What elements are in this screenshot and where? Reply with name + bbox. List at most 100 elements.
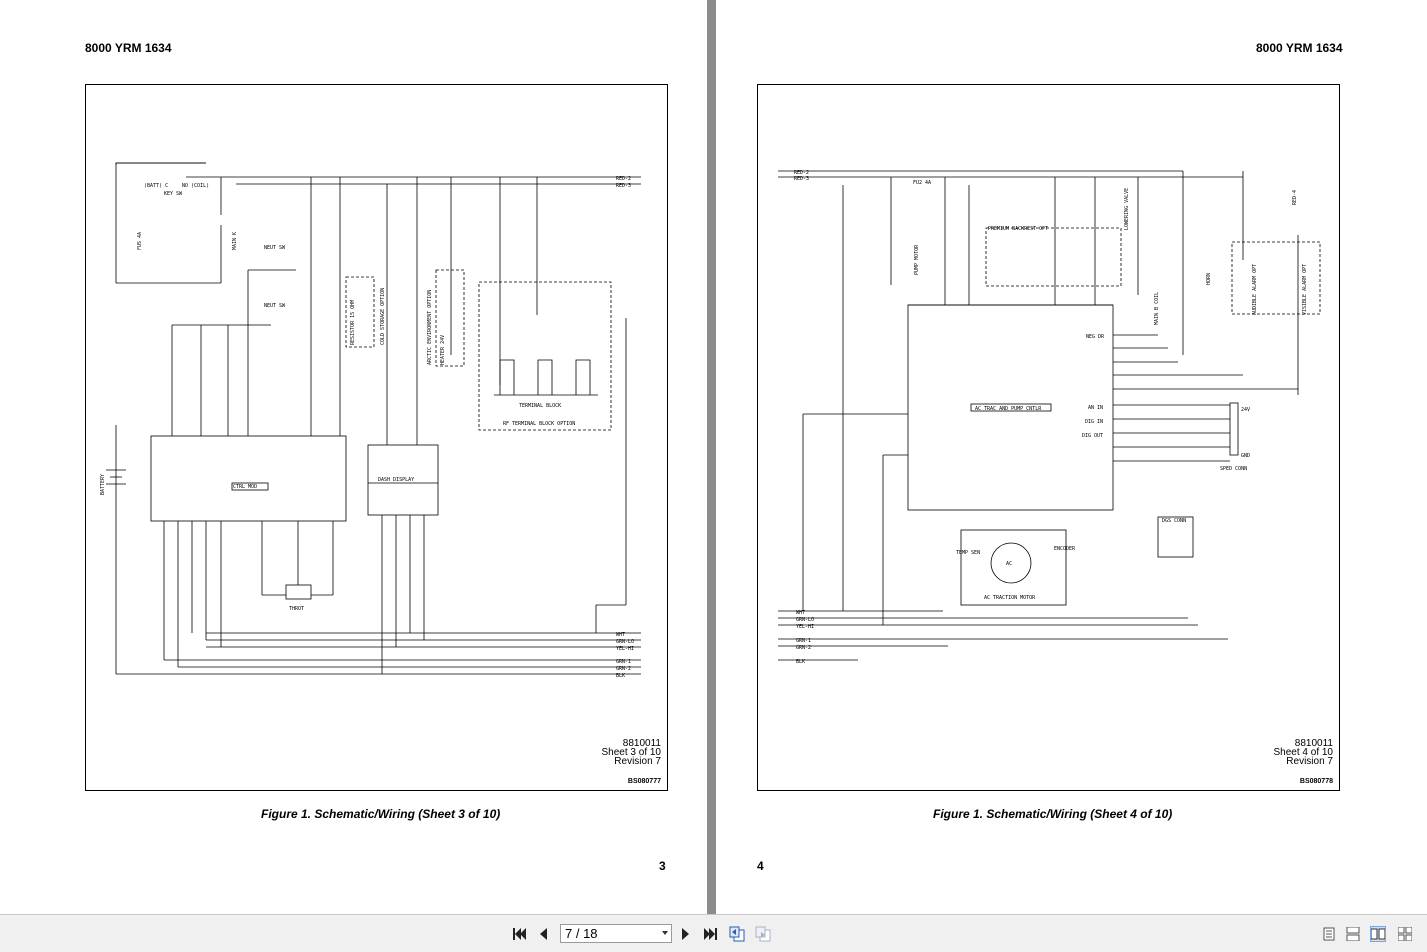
label-throt: THROT bbox=[289, 606, 304, 612]
schematic-frame: RED-2 RED-3 FU2 4A AC TRAC AND PUMP CNTL… bbox=[757, 84, 1340, 791]
label-digout: DIG OUT bbox=[1082, 433, 1103, 439]
wire-label-wht: WHT bbox=[796, 610, 805, 616]
figure-caption: Figure 1. Schematic/Wiring (Sheet 3 of 1… bbox=[261, 807, 501, 821]
wire-label-red3: RED-3 bbox=[794, 176, 809, 182]
label-visible: VISIBLE ALARM OPT bbox=[1302, 264, 1308, 315]
label-ac: AC bbox=[1006, 561, 1012, 567]
label-heater: HEATER 24V bbox=[440, 335, 446, 365]
continuous-page-icon bbox=[1346, 927, 1360, 941]
go-back-view-button[interactable] bbox=[729, 926, 745, 942]
label-negdr: NEG DR bbox=[1086, 334, 1105, 340]
first-page-icon bbox=[513, 928, 526, 940]
schematic-frame: RED-2 RED-3 (BATT) C NO (COIL) KEY SW NE… bbox=[85, 84, 668, 791]
wire-label-red2: RED-2 bbox=[794, 170, 809, 176]
figure-code: BS080777 bbox=[627, 778, 661, 785]
label-neut2: NEUT SW bbox=[264, 303, 286, 309]
doc-number: 8810011 bbox=[1294, 738, 1333, 749]
sheet-info: 8810011 Sheet 4 of 10 Revision 7 bbox=[1273, 738, 1334, 767]
label-lowering: LOWERING VALVE bbox=[1124, 188, 1130, 230]
page-selector[interactable]: 7 / 18 bbox=[560, 924, 672, 943]
revision: Revision 7 bbox=[614, 756, 661, 767]
two-page-continuous-view-button[interactable] bbox=[1397, 926, 1413, 942]
wiring-schematic-sheet-4: RED-2 RED-3 FU2 4A AC TRAC AND PUMP CNTL… bbox=[778, 170, 1321, 665]
label-dash: DASH DISPLAY bbox=[378, 477, 414, 483]
label-premium: PREMIUM BACKREST OPT bbox=[988, 226, 1048, 232]
label-red4: RED-4 bbox=[1292, 190, 1298, 205]
label-keysw: KEY SW bbox=[164, 191, 183, 197]
label-tempsen: TEMP SEN bbox=[956, 550, 980, 556]
page-indicator: 7 / 18 bbox=[565, 926, 598, 941]
label-speed: SPED CONN bbox=[1220, 466, 1247, 472]
label-dgs: DGS CONN bbox=[1162, 518, 1186, 524]
label-cold: COLD STORAGE OPTION bbox=[380, 288, 386, 345]
two-page-continuous-icon bbox=[1398, 927, 1412, 941]
figure-code: BS080778 bbox=[1299, 778, 1333, 785]
wire-label-yelhi: YEL-HI bbox=[796, 624, 814, 630]
sheet-number: Sheet 3 of 10 bbox=[601, 747, 662, 758]
document-page-right: 8000 YRM 1634 bbox=[716, 0, 1427, 914]
wire-label-grn2: GRN-2 bbox=[616, 666, 631, 672]
next-view-icon bbox=[755, 926, 771, 942]
label-horn: HORN bbox=[1206, 273, 1212, 285]
page-number: 3 bbox=[659, 859, 666, 873]
sheet-info: 8810011 Sheet 3 of 10 Revision 7 bbox=[601, 738, 662, 767]
label-neut1: NEUT SW bbox=[264, 245, 286, 251]
chevron-down-icon bbox=[662, 931, 668, 935]
label-mainb: MAIN B COIL bbox=[1154, 292, 1160, 325]
page-header: 8000 YRM 1634 bbox=[85, 41, 172, 55]
label-encoder: ENCODER bbox=[1054, 546, 1076, 552]
label-tblock: TERMINAL BLOCK bbox=[519, 403, 561, 409]
wire-label-grn1: GRN-1 bbox=[616, 659, 631, 665]
two-page-view-button[interactable] bbox=[1370, 926, 1386, 942]
wire-label-grn2: GRN-2 bbox=[796, 645, 811, 651]
last-page-icon bbox=[704, 928, 717, 940]
label-nocoil: NO (COIL) bbox=[182, 183, 209, 189]
label-batt: (BATT) C bbox=[144, 183, 168, 189]
single-page-view-button[interactable] bbox=[1321, 926, 1337, 942]
go-forward-view-button[interactable] bbox=[755, 926, 771, 942]
first-page-button[interactable] bbox=[511, 926, 527, 942]
continuous-view-button[interactable] bbox=[1345, 926, 1361, 942]
label-fuse: FUS 4A bbox=[137, 232, 143, 250]
viewer-toolbar: 7 / 18 bbox=[0, 914, 1427, 952]
wire-label-grn1: GRN-1 bbox=[796, 638, 811, 644]
wiring-schematic-sheet-3: RED-2 RED-3 (BATT) C NO (COIL) KEY SW NE… bbox=[100, 162, 641, 679]
page-header: 8000 YRM 1634 bbox=[1256, 41, 1343, 55]
wire-label-blk: BLK bbox=[616, 673, 625, 679]
label-arctic: ARCTIC ENVIRONMENT OPTION bbox=[427, 290, 433, 365]
label-rftb: RF TERMINAL BLOCK OPTION bbox=[503, 421, 575, 427]
label-ctrlmod: CTRL MOD bbox=[233, 484, 257, 490]
previous-page-button[interactable] bbox=[535, 926, 551, 942]
wire-label-grnlo: GRN-LO bbox=[796, 617, 814, 623]
previous-page-icon bbox=[540, 928, 547, 940]
label-audible: AUDIBLE ALARM OPT bbox=[1252, 264, 1258, 315]
last-page-button[interactable] bbox=[703, 926, 719, 942]
next-page-button[interactable] bbox=[678, 926, 694, 942]
wire-label-blk: BLK bbox=[796, 659, 805, 665]
revision: Revision 7 bbox=[1286, 756, 1333, 767]
label-mainc: MAIN K bbox=[232, 232, 238, 250]
figure-caption: Figure 1. Schematic/Wiring (Sheet 4 of 1… bbox=[933, 807, 1173, 821]
wire-label-wht: WHT bbox=[616, 632, 625, 638]
single-page-icon bbox=[1323, 927, 1335, 941]
page-number: 4 bbox=[757, 859, 764, 873]
label-acctl: AC TRAC AND PUMP CNTLR bbox=[975, 406, 1042, 412]
previous-view-icon bbox=[729, 926, 745, 942]
doc-number: 8810011 bbox=[622, 738, 661, 749]
label-traction: AC TRACTION MOTOR bbox=[984, 595, 1036, 601]
sheet-number: Sheet 4 of 10 bbox=[1273, 747, 1334, 758]
wire-label-yelhi: YEL-HI bbox=[616, 646, 634, 652]
wire-label-red2: RED-2 bbox=[616, 176, 631, 182]
next-page-icon bbox=[682, 928, 689, 940]
label-anin: AN IN bbox=[1088, 405, 1103, 411]
label-battery: BATTERY bbox=[100, 474, 106, 495]
label-v24: 24V bbox=[1241, 407, 1250, 413]
wire-label-grnlo: GRN-LO bbox=[616, 639, 634, 645]
label-gnd: GND bbox=[1241, 453, 1250, 459]
label-pump: PUMP MOTOR bbox=[914, 244, 920, 275]
document-page-left: 8000 YRM 1634 bbox=[0, 0, 707, 914]
label-digin: DIG IN bbox=[1085, 419, 1103, 425]
label-fu2: FU2 4A bbox=[913, 180, 931, 186]
wire-label-red3: RED-3 bbox=[616, 183, 631, 189]
label-resistor: RESISTOR 15 OHM bbox=[350, 300, 356, 345]
